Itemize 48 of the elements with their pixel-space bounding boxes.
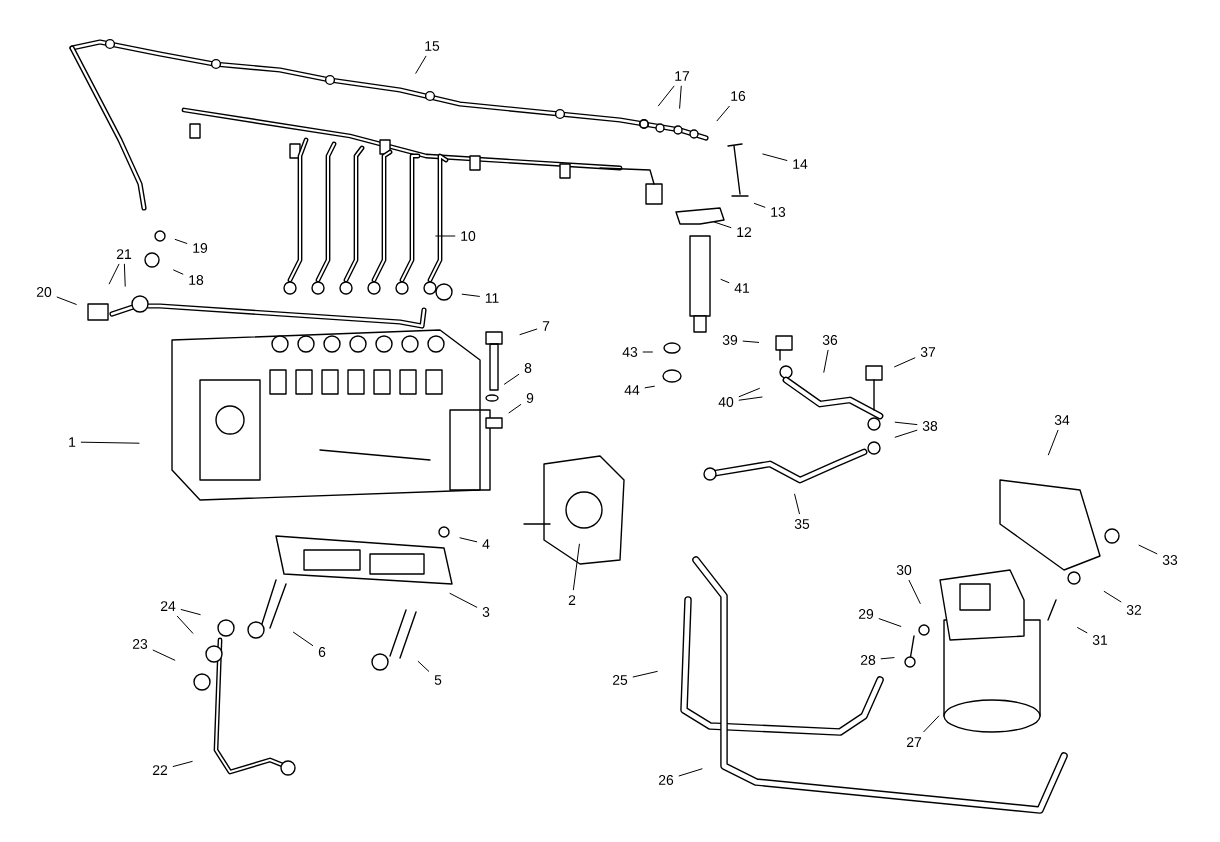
leader-line: [461, 293, 480, 297]
leader-line: [174, 238, 188, 244]
leader-line: [642, 351, 653, 353]
leader-line: [572, 543, 580, 591]
leader-line: [762, 153, 788, 161]
leader-line: [679, 85, 682, 109]
leader-line: [435, 235, 456, 237]
leader-line: [503, 373, 520, 385]
leader-line: [180, 609, 201, 616]
leader-line: [678, 768, 703, 777]
leader-line: [519, 328, 538, 336]
leader-line: [894, 429, 918, 438]
leader-line: [80, 441, 140, 444]
leader-line: [878, 618, 902, 627]
leader-line: [742, 340, 760, 343]
leader-line: [415, 55, 427, 74]
leader-line: [1138, 544, 1158, 555]
leader-line: [738, 387, 760, 398]
leader-line: [173, 269, 184, 275]
leader-line: [292, 631, 314, 647]
leader-line: [894, 357, 916, 368]
leader-line: [644, 385, 655, 389]
leader-line: [738, 396, 763, 401]
leader-line: [908, 579, 921, 604]
leader-line: [176, 615, 194, 634]
leader-line: [172, 760, 193, 767]
leader-line: [123, 263, 126, 287]
leader-line: [508, 404, 522, 414]
leader-line: [1103, 590, 1122, 603]
leader-line: [923, 715, 940, 733]
leader-line: [108, 263, 120, 285]
leader-line: [823, 349, 829, 373]
leader-line: [880, 657, 895, 660]
leader-line: [56, 296, 77, 305]
leader-line: [713, 221, 732, 229]
leader-line: [720, 278, 730, 284]
leader-line: [657, 85, 675, 107]
leader-line: [794, 493, 800, 515]
leader-line: [753, 202, 766, 208]
leader-line: [459, 537, 478, 543]
leader-line: [417, 660, 430, 672]
leader-line: [1077, 627, 1088, 634]
leader-line: [632, 670, 658, 678]
leader-line: [152, 649, 176, 661]
leader-line: [716, 105, 730, 122]
leader-line: [894, 421, 918, 426]
leader-line: [449, 592, 478, 608]
leader-line: [1047, 429, 1059, 456]
